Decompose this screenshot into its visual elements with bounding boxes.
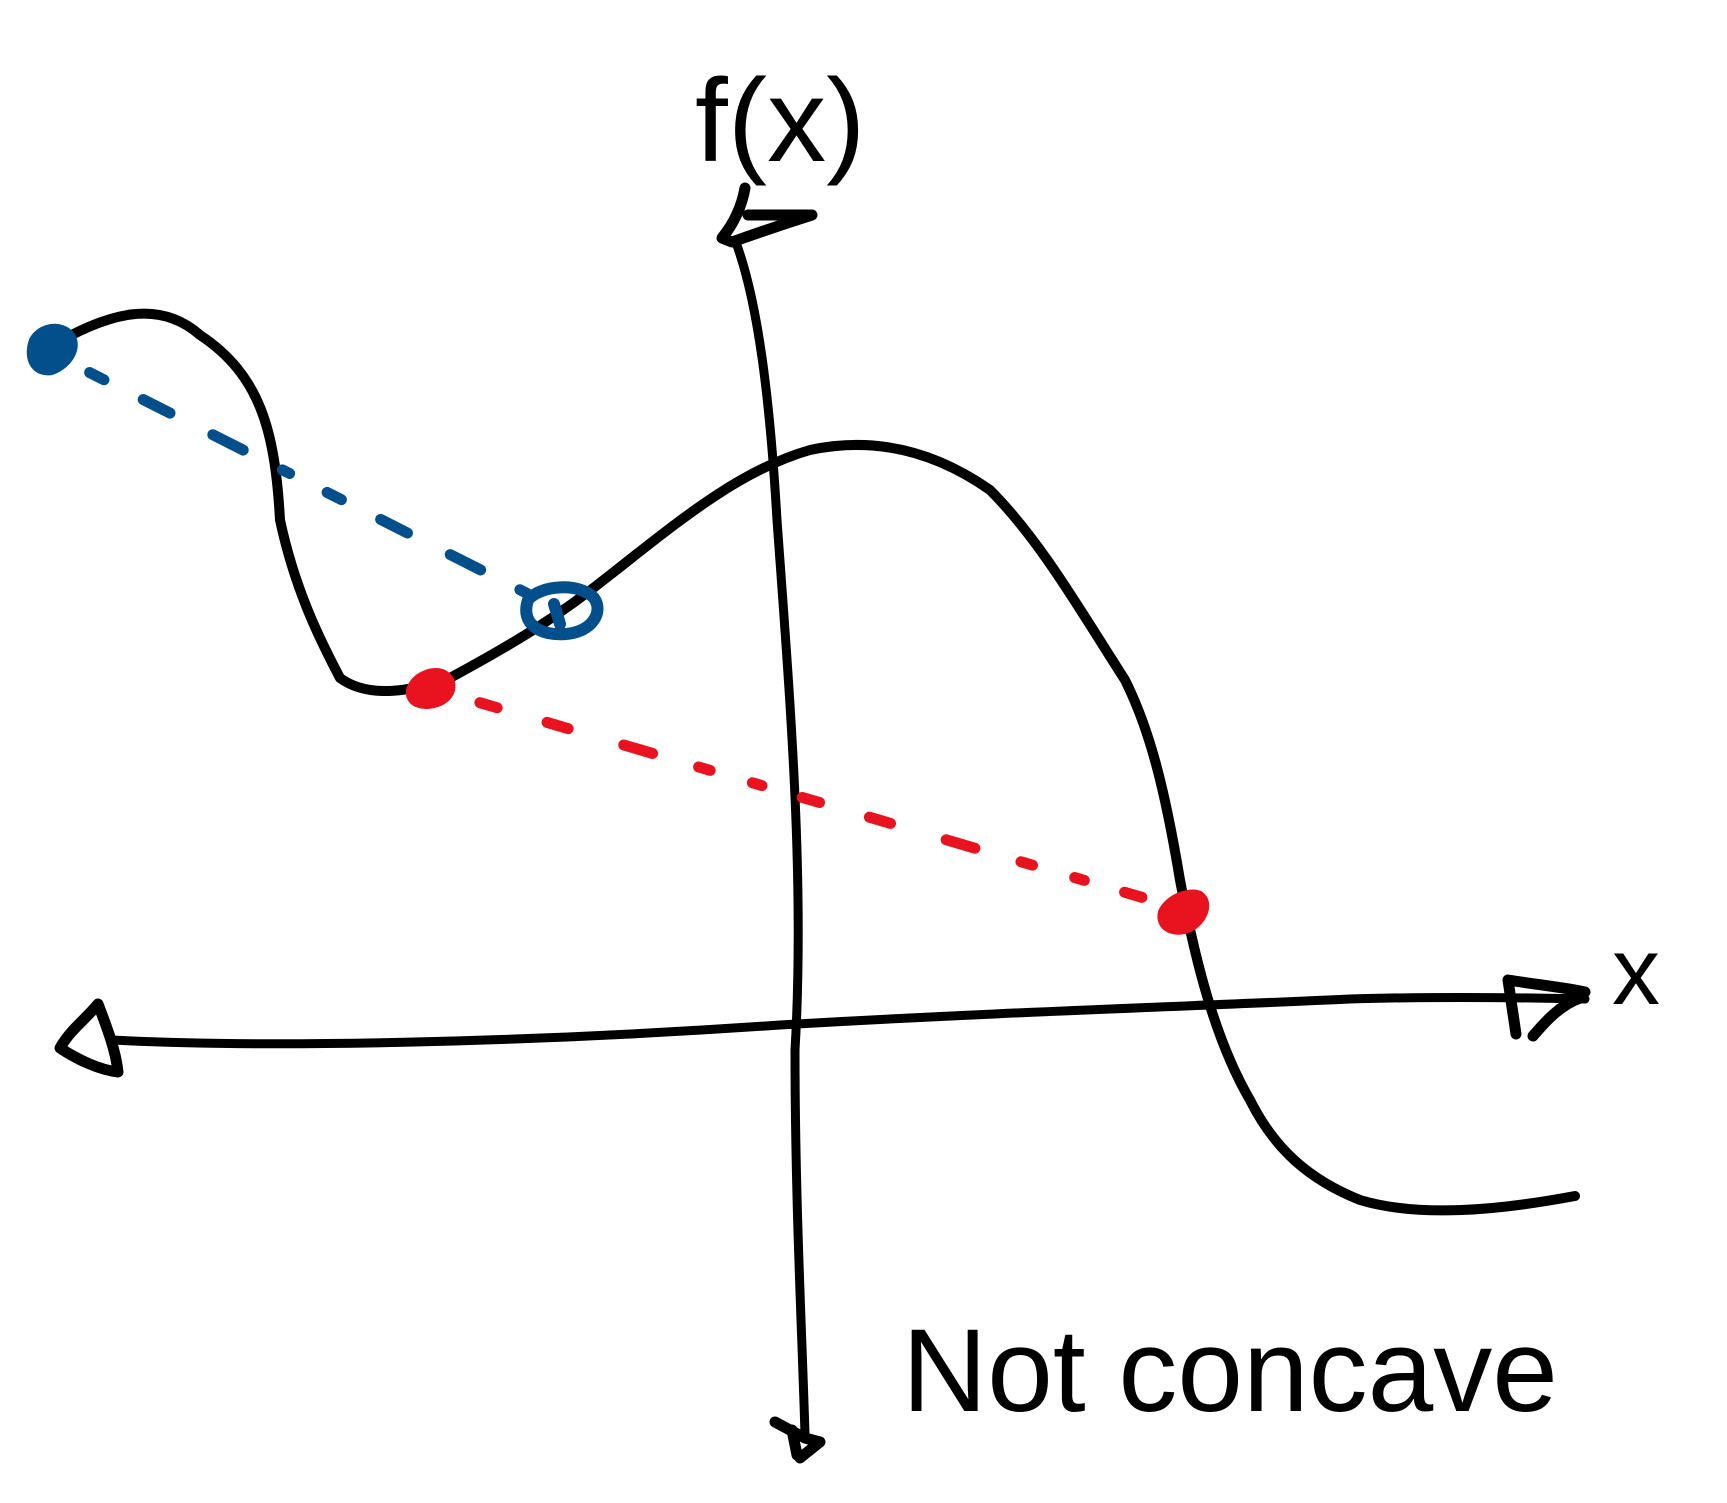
red-point-right [1157,889,1210,935]
blue-point-right [520,581,604,641]
x-axis-label: x [1612,918,1660,1025]
function-curve [40,308,1580,1216]
y-axis [730,235,810,1440]
blue-point-left [26,323,78,376]
x-axis [107,992,1590,1049]
y-axis-label: f(x) [695,55,866,187]
y-axis-up-arrow-icon [716,182,818,248]
red-point-left [405,668,456,709]
caption: Not concave [902,1305,1558,1437]
x-axis-left-arrow-icon [54,998,124,1078]
blue-chord-dashed [39,344,566,616]
red-chord-dashed [424,682,1191,916]
y-axis-down-arrow-icon [769,1416,826,1464]
x-axis-right-arrow-icon [1502,974,1591,1042]
